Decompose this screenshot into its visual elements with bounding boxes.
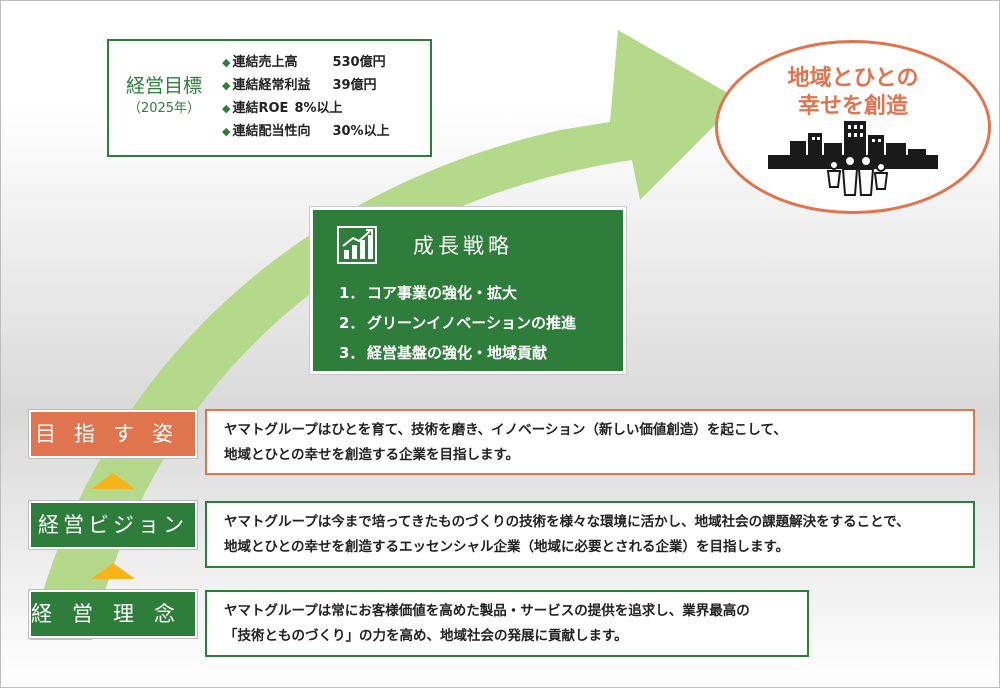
label-vision: 経営ビジョン [29, 501, 197, 549]
up-triangle-icon [91, 473, 135, 489]
goals-title: 経営目標 [125, 75, 202, 97]
strategy-list: 1．コア事業の強化・拡大 2．グリーンイノベーションの推進 3．経営基盤の強化・… [339, 278, 576, 368]
goal-item: ◆連結配当性向 30%以上 [222, 120, 390, 143]
goal-label: 連結配当性向 [232, 124, 311, 139]
strategy-text: グリーンイノベーションの推進 [367, 314, 576, 332]
city-family-icon [768, 121, 938, 196]
up-triangle-icon [91, 563, 135, 579]
desc-line: 地域とひとの幸せを創造する企業を目指します。 [224, 447, 520, 463]
growth-chart-icon [337, 226, 377, 264]
desc-line: ヤマトグループは今まで培ってきたものづくりの技術を様々な環境に活かし、地域社会の… [224, 514, 910, 530]
goal-value: 530億円 [332, 55, 386, 70]
goal-label: 連結経常利益 [232, 78, 311, 93]
desc-line: ヤマトグループは常にお客様価値を高めた製品・サービスの提供を追求し、業界最高の [224, 603, 750, 619]
goal-label: 連結売上高 [232, 55, 298, 70]
goal-value: 8%以上 [294, 101, 343, 116]
strategy-title: 成長戦略 [413, 234, 513, 258]
desc-line: 「技術とものづくり」の力を高め、地域社会の発展に貢献します。 [224, 628, 628, 644]
diamond-bullet-icon: ◆ [222, 79, 231, 92]
target-line-1: 地域とひとの [787, 66, 919, 91]
strategy-num: 3． [339, 344, 365, 362]
target-text: 地域とひとの 幸せを創造 [718, 65, 988, 121]
diamond-bullet-icon: ◆ [222, 125, 231, 138]
goal-item: ◆連結ROE 8%以上 [222, 97, 390, 120]
label-philosophy: 経営理念 [29, 590, 197, 638]
goal-item: ◆連結経常利益 39億円 [222, 74, 390, 97]
strategy-item: 2．グリーンイノベーションの推進 [339, 308, 576, 338]
target-ellipse: 地域とひとの 幸せを創造 [715, 40, 991, 214]
strategy-item: 1．コア事業の強化・拡大 [339, 278, 576, 308]
desc-vision: ヤマトグループは今まで培ってきたものづくりの技術を様々な環境に活かし、地域社会の… [205, 501, 975, 568]
growth-strategy-box: 成長戦略 1．コア事業の強化・拡大 2．グリーンイノベーションの推進 3．経営基… [310, 207, 626, 374]
strategy-item: 3．経営基盤の強化・地域貢献 [339, 338, 576, 368]
strategy-text: コア事業の強化・拡大 [367, 284, 518, 302]
strategy-num: 1． [339, 284, 365, 302]
desc-line: 地域とひとの幸せを創造するエッセンシャル企業（地域に必要とされる企業）を目指しま… [224, 539, 790, 555]
diamond-bullet-icon: ◆ [222, 102, 231, 115]
goal-value: 30%以上 [332, 124, 390, 139]
goal-label: 連結ROE [232, 101, 289, 116]
strategy-text: 経営基盤の強化・地域貢献 [367, 344, 548, 362]
label-aspiration: 目指す姿 [29, 410, 197, 458]
desc-philosophy: ヤマトグループは常にお客様価値を高めた製品・サービスの提供を追求し、業界最高の … [205, 590, 809, 657]
target-line-2: 幸せを創造 [797, 94, 908, 119]
goal-item: ◆連結売上高 530億円 [222, 51, 390, 74]
diamond-bullet-icon: ◆ [222, 56, 231, 69]
goal-value: 39億円 [332, 78, 377, 93]
goals-subtitle: （2025年） [127, 101, 201, 116]
desc-aspiration: ヤマトグループはひとを育て、技術を磨き、イノベーション（新しい価値創造）を起こし… [205, 409, 975, 475]
desc-line: ヤマトグループはひとを育て、技術を磨き、イノベーション（新しい価値創造）を起こし… [224, 422, 787, 438]
strategy-num: 2． [339, 314, 365, 332]
